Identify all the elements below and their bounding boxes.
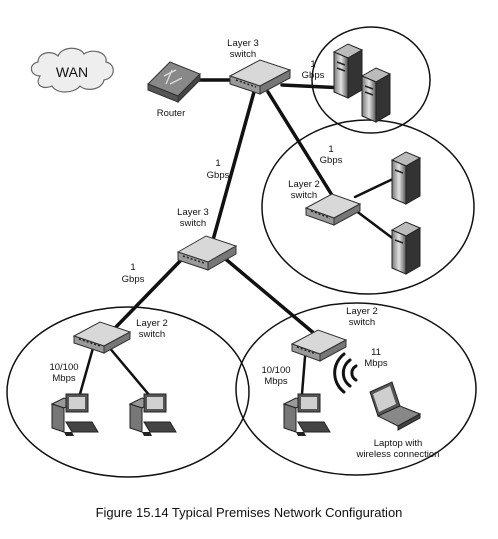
workstation-icon <box>128 393 177 436</box>
link-left-switch-pc2 <box>106 344 152 398</box>
wireless-signal-icon <box>333 352 358 394</box>
link-right-label-line1: 1 <box>328 144 333 155</box>
br-speed-label-line1: 10/100 <box>261 365 290 376</box>
mid-switch-label-line2: switch <box>180 218 206 229</box>
laptop-label-line2: wireless connection <box>356 449 440 460</box>
right-lan-circle <box>261 119 475 295</box>
figure-caption: Figure 15.14 Typical Premises Network Co… <box>95 505 403 520</box>
server-icon <box>390 221 422 275</box>
network-links <box>114 78 347 337</box>
wan-cloud-icon <box>30 47 114 93</box>
link-br-switch-pc <box>300 355 307 396</box>
link-core-down-label-line1: 1 <box>215 158 220 169</box>
access-links <box>78 176 397 398</box>
link-core-down-label-line2: Gbps <box>207 170 230 181</box>
link-servers-top-label-line1: 1 <box>310 59 315 70</box>
link-right-switch-server2 <box>353 208 397 242</box>
wan-label: WAN <box>56 64 88 80</box>
workstation-icon <box>282 393 331 436</box>
mid-layer3-switch-icon <box>176 235 238 271</box>
link-left-switch-pc1 <box>78 346 95 396</box>
router-label: Router <box>157 108 186 119</box>
core-switch-label-line2: switch <box>230 49 256 60</box>
server-icon <box>360 67 392 123</box>
br-layer2-switch-icon <box>290 329 348 362</box>
laptop-label-line1: Laptop with <box>374 438 423 449</box>
router-icon <box>147 61 201 104</box>
right-switch-label-line2: switch <box>291 190 317 201</box>
link-servers-top-label-line2: Gbps <box>302 70 325 81</box>
link-mid-br-switch <box>220 254 318 337</box>
left-speed-label-line1: 10/100 <box>49 362 78 373</box>
core-switch-label-line1: Layer 3 <box>227 38 259 49</box>
link-mid-down-label-line2: Gbps <box>122 274 145 285</box>
workstation-icon <box>50 393 99 436</box>
left-speed-label-line2: Mbps <box>52 373 75 384</box>
left-lan-circle <box>6 306 250 478</box>
link-right-label-line2: Gbps <box>320 155 343 166</box>
link-mid-left-switch <box>114 254 187 329</box>
mid-switch-label-line1: Layer 3 <box>177 207 209 218</box>
link-core-mid-switch <box>211 90 256 242</box>
left-switch-label-line2: switch <box>139 329 165 340</box>
wifi-speed-label-line1: 11 <box>371 347 381 358</box>
server-icon <box>332 43 364 99</box>
link-mid-down-label-line1: 1 <box>130 262 135 273</box>
br-switch-label-line1: Layer 2 <box>346 306 378 317</box>
server-icon <box>390 151 422 205</box>
right-layer2-switch-icon <box>304 193 362 226</box>
br-switch-label-line2: switch <box>349 317 375 328</box>
right-switch-label-line1: Layer 2 <box>288 179 320 190</box>
bottom-right-lan-circle <box>235 302 477 476</box>
left-layer2-switch-icon <box>72 321 132 354</box>
link-core-right-switch <box>266 90 337 202</box>
br-speed-label-line2: Mbps <box>264 376 287 387</box>
wifi-speed-label-line2: Mbps <box>364 358 387 369</box>
link-right-switch-server1 <box>353 176 397 199</box>
left-switch-label-line1: Layer 2 <box>136 318 168 329</box>
server-farm-circle <box>311 26 431 134</box>
laptop-icon <box>369 381 422 431</box>
core-layer3-switch-icon <box>228 59 292 95</box>
